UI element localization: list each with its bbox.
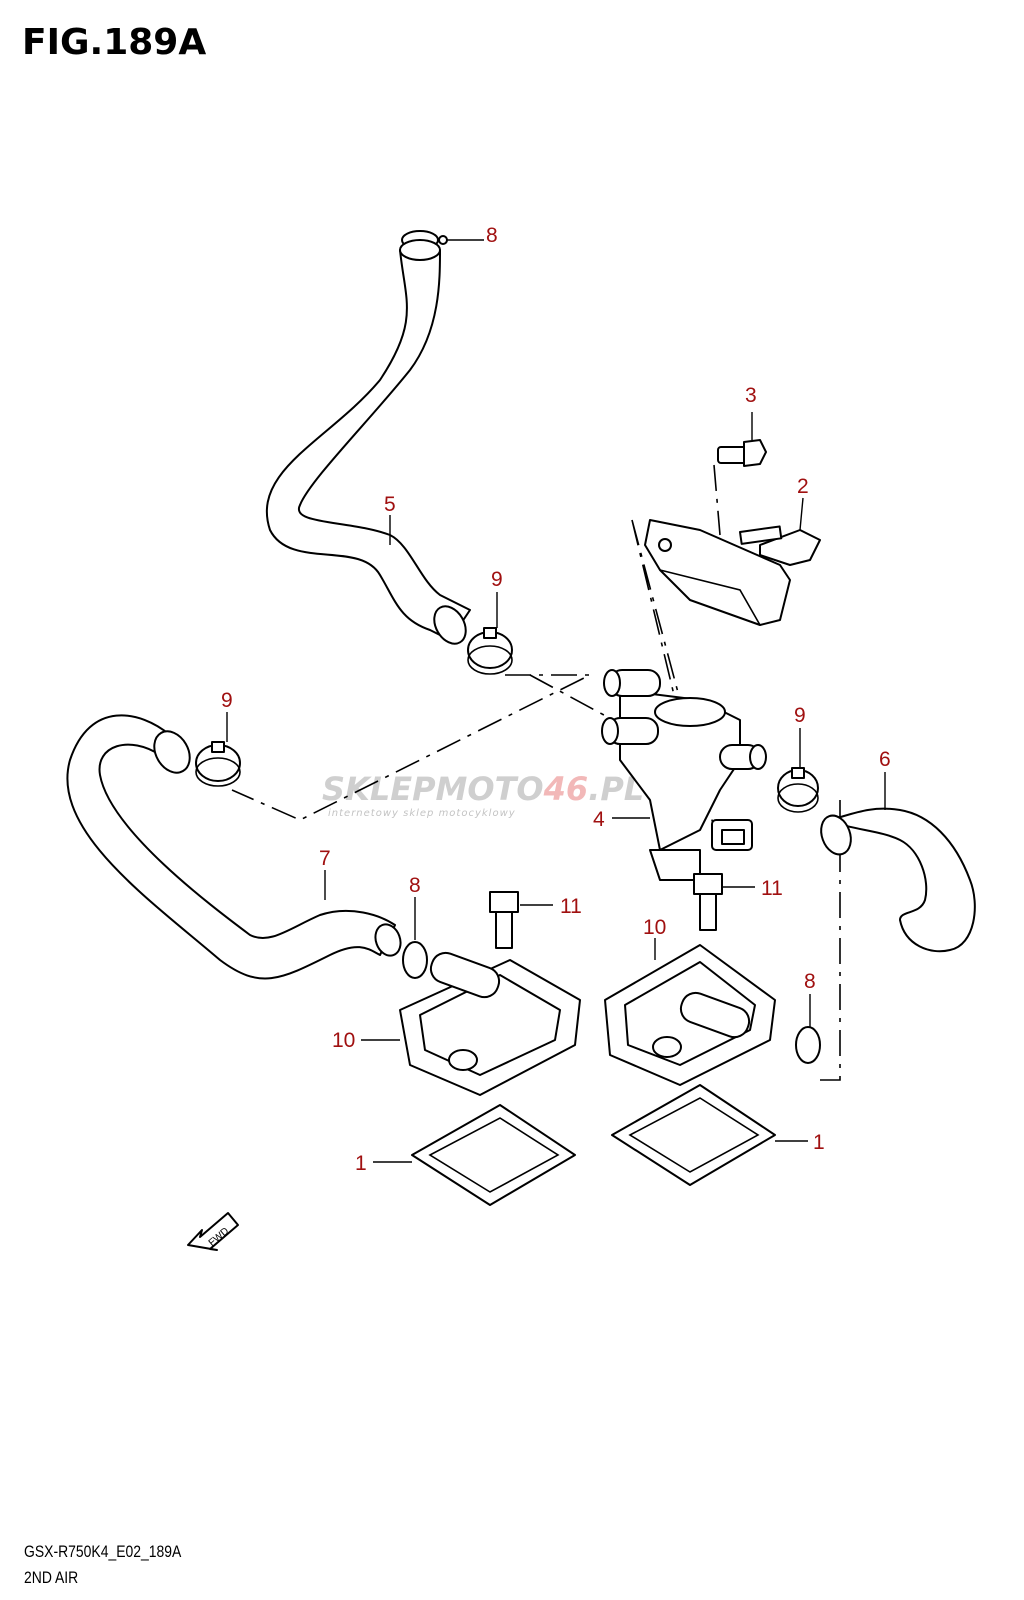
fwd-arrow: FWD (187, 1212, 239, 1251)
hose-7 (66, 714, 402, 980)
callouts: 8 3 2 5 9 9 9 6 4 7 8 11 11 10 10 8 1 1 (221, 224, 891, 1175)
bracket-2 (644, 519, 821, 626)
bolt-3 (717, 439, 767, 467)
callout-10-right: 10 (643, 916, 666, 939)
figure-title: FIG.189A (22, 22, 207, 63)
assembly-line-bolt (713, 464, 721, 536)
watermark-main: SKLEPMOTO (322, 770, 544, 808)
clip-8-right (795, 1026, 821, 1064)
callout-5: 5 (384, 493, 396, 516)
callout-10-left: 10 (332, 1029, 355, 1052)
callout-2: 2 (797, 475, 809, 498)
callout-1-left: 1 (355, 1152, 367, 1175)
callout-8-top: 8 (486, 224, 498, 247)
leader-lines (226, 239, 886, 1163)
callout-7: 7 (319, 847, 331, 870)
callout-9-mid: 9 (491, 568, 503, 591)
callout-11-right: 11 (761, 877, 783, 900)
callout-4: 4 (593, 808, 605, 831)
valve-4 (601, 669, 767, 881)
hose-5 (265, 239, 471, 645)
clip-8-mid (402, 941, 428, 979)
assembly-line-right (820, 800, 841, 1081)
hose-6 (820, 807, 976, 953)
model-code: GSX-R750K4_E02_189A (24, 1542, 182, 1561)
cover-10-left (399, 951, 581, 1096)
clamp-9-mid (467, 627, 513, 675)
bolt-11-right (693, 873, 723, 931)
cover-10-right (604, 944, 776, 1086)
callout-8-mid: 8 (409, 874, 421, 897)
assembly-line-left (231, 674, 591, 821)
callout-8-right: 8 (804, 970, 816, 993)
watermark-tagline: internetowy sklep motocyklowy (328, 808, 516, 819)
callout-6: 6 (879, 748, 891, 771)
callout-1-right: 1 (813, 1131, 825, 1154)
figure-subtitle: 2ND AIR (24, 1568, 79, 1587)
watermark-accent: 46 (543, 770, 589, 808)
callout-9-right: 9 (794, 704, 806, 727)
svg-text:SKLEPMOTO46.PL: SKLEPMOTO46.PL (322, 770, 644, 808)
bolt-11-left (489, 891, 519, 949)
callout-11-left: 11 (560, 895, 582, 918)
gasket-1-right (611, 1084, 776, 1186)
gasket-1-left (411, 1104, 576, 1206)
callout-3: 3 (745, 384, 757, 407)
clamp-9-left (195, 741, 241, 787)
callout-9-left: 9 (221, 689, 233, 712)
clamp-9-right (777, 767, 819, 813)
